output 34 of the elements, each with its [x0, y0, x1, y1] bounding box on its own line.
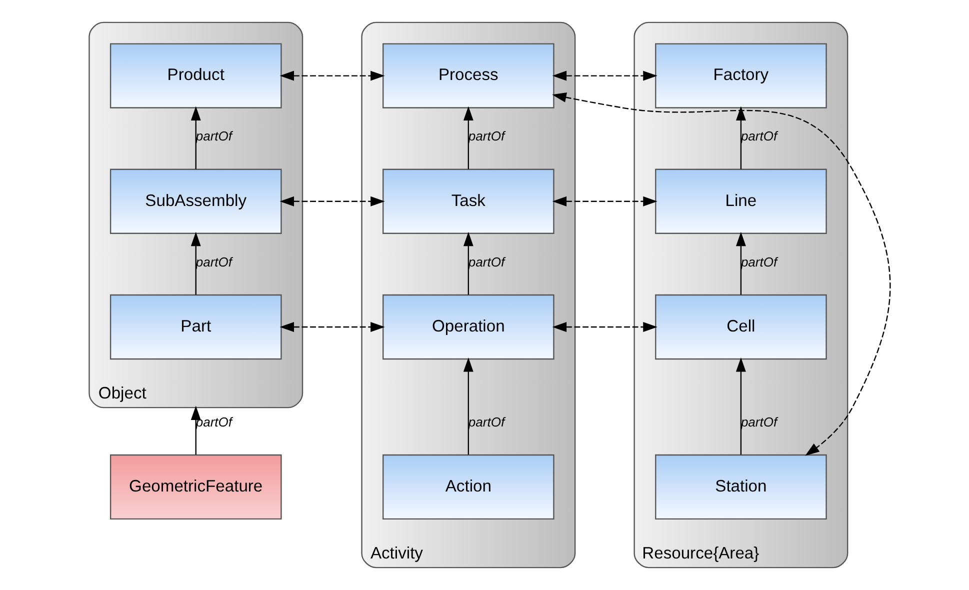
node-box: Process — [382, 43, 554, 108]
edge-label: partOf — [468, 254, 504, 270]
arrow — [462, 106, 473, 170]
arrow — [462, 357, 473, 455]
arrow — [462, 232, 473, 295]
arrow — [279, 322, 384, 332]
edge-label: partOf — [740, 414, 777, 430]
arrow — [552, 322, 657, 332]
arrow — [735, 232, 746, 295]
edge-label: partOf — [740, 254, 777, 270]
node-box: Part — [109, 294, 282, 360]
arrow — [190, 406, 200, 455]
node-box: Product — [109, 43, 282, 108]
edge-label: partOf — [740, 128, 777, 144]
node-box: Line — [654, 168, 826, 234]
node-box: Operation — [382, 294, 554, 360]
arrow — [735, 106, 746, 170]
node-box: Cell — [654, 294, 826, 360]
node-box: SubAssembly — [109, 168, 282, 234]
arrow — [279, 196, 384, 206]
edge-label: partOf — [468, 414, 504, 430]
arrow — [552, 196, 657, 206]
arrow — [190, 232, 200, 295]
node-box: Task — [382, 168, 554, 234]
arrow — [552, 70, 657, 81]
arrow — [735, 357, 746, 455]
node-box: GeometricFeature — [109, 454, 282, 520]
node-box: Factory — [654, 43, 826, 108]
arrow — [552, 92, 890, 456]
arrow — [279, 70, 384, 81]
node-box: Action — [382, 454, 554, 520]
node-box: Station — [654, 454, 826, 520]
arrow — [190, 106, 200, 170]
edge-label: partOf — [468, 128, 504, 144]
